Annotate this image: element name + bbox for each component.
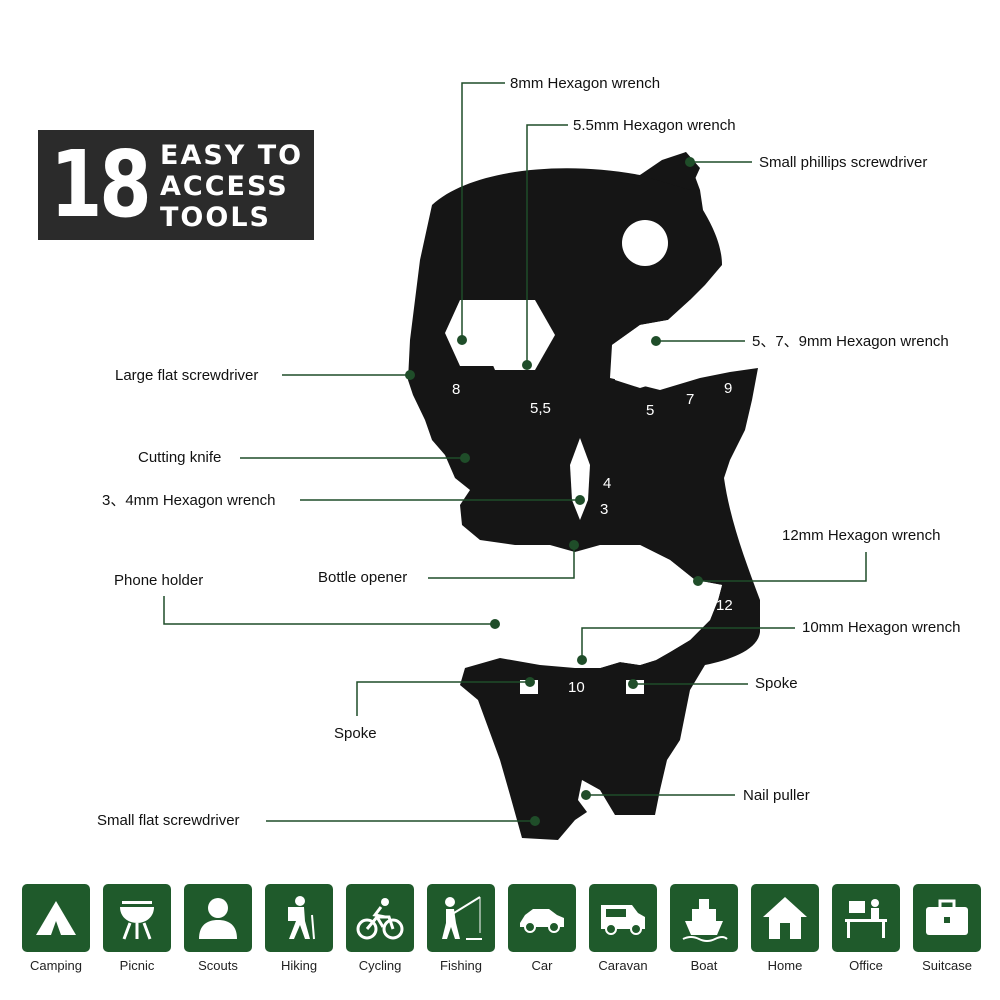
leader-hex-10 [581, 627, 795, 660]
marking-5: 5 [646, 402, 654, 419]
use-case-suitcase: Suitcase [909, 884, 987, 984]
headline-number: 18 [50, 131, 152, 238]
label-small-flat: Small flat screwdriver [97, 812, 240, 829]
use-case-hiking: Hiking [261, 884, 339, 984]
label-spoke-right: Spoke [755, 675, 798, 692]
tent-icon [22, 884, 90, 952]
label-cutting-knife: Cutting knife [138, 449, 222, 466]
marking-4: 4 [603, 475, 611, 492]
house-icon [751, 884, 819, 952]
use-case-label: Suitcase [922, 958, 972, 973]
hiker-icon [265, 884, 333, 952]
fisher-icon [427, 884, 495, 952]
headline-badge: 18 EASY TO ACCESS TOOLS [38, 130, 314, 240]
marking-7: 7 [686, 391, 694, 408]
use-case-car: Car [504, 884, 582, 984]
van-icon [589, 884, 657, 952]
label-hex-5-5mm: 5.5mm Hexagon wrench [573, 117, 736, 134]
use-case-cycling: Cycling [342, 884, 420, 984]
label-hex-8mm: 8mm Hexagon wrench [510, 75, 661, 92]
hex-5-7-9-cutout [612, 300, 720, 388]
marking-10: 10 [568, 679, 585, 696]
headline-line-3: TOOLS [160, 202, 271, 233]
use-case-row: Camping Picnic Scouts Hiking Cycling [18, 884, 982, 984]
use-case-home: Home [747, 884, 825, 984]
car-icon [508, 884, 576, 952]
leader-hex-8mm [461, 82, 505, 340]
use-case-office: Office [828, 884, 906, 984]
nail-puller-slot [578, 780, 605, 816]
headline-line-1: EASY TO [160, 140, 304, 171]
use-case-label: Camping [29, 958, 83, 973]
leader-hex-12 [698, 552, 867, 582]
phone-holder-gap [500, 545, 722, 668]
label-phone-holder: Phone holder [114, 572, 204, 589]
leader-hex-5-5mm [526, 124, 568, 365]
leader-bottle-opener [428, 545, 575, 579]
use-case-label: Fishing [440, 958, 482, 973]
briefcase-icon [913, 884, 981, 952]
marking-3: 3 [600, 501, 608, 518]
lanyard-hole [622, 220, 668, 266]
person-icon [184, 884, 252, 952]
use-case-label: Picnic [119, 958, 155, 973]
headline-words: EASY TO ACCESS TOOLS [160, 140, 310, 233]
use-case-scouts: Scouts [180, 884, 258, 984]
use-case-label: Boat [690, 958, 718, 973]
desk-icon [832, 884, 900, 952]
label-hex-12: 12mm Hexagon wrench [782, 527, 941, 544]
label-small-phillips: Small phillips screwdriver [759, 154, 928, 171]
use-case-picnic: Picnic [99, 884, 177, 984]
label-large-flat: Large flat screwdriver [115, 367, 259, 384]
leader-phone-holder [163, 596, 495, 625]
label-hex-10: 10mm Hexagon wrench [802, 619, 961, 636]
marking-12: 12 [716, 597, 733, 614]
boat-icon [670, 884, 738, 952]
use-case-label: Scouts [198, 958, 238, 973]
cyclist-icon [346, 884, 414, 952]
use-case-label: Car [531, 958, 553, 973]
use-case-label: Home [767, 958, 803, 973]
horn-tip [640, 152, 700, 190]
label-nail-puller: Nail puller [743, 787, 810, 804]
label-bottle-opener: Bottle opener [318, 569, 408, 586]
marking-8: 8 [452, 381, 460, 398]
use-case-label: Cycling [358, 958, 402, 973]
use-case-caravan: Caravan [585, 884, 663, 984]
grill-icon [103, 884, 171, 952]
headline-line-2: ACCESS [160, 171, 289, 202]
skull-multitool: 8 5,5 5 7 9 4 3 12 10 [163, 82, 867, 840]
use-case-fishing: Fishing [423, 884, 501, 984]
label-hex-5-7-9: 5、7、9mm Hexagon wrench [752, 333, 949, 350]
use-case-camping: Camping [18, 884, 96, 984]
leader-spoke-left [356, 681, 530, 716]
marking-9: 9 [724, 380, 732, 397]
use-case-label: Caravan [598, 958, 648, 973]
use-case-boat: Boat [666, 884, 744, 984]
use-case-label: Hiking [280, 958, 318, 973]
marking-5-5: 5,5 [530, 400, 551, 417]
hex-5-5mm-cutout [480, 300, 555, 370]
label-spoke-left: Spoke [334, 725, 377, 742]
label-hex-3-4: 3、4mm Hexagon wrench [102, 492, 276, 509]
use-case-label: Office [849, 958, 883, 973]
